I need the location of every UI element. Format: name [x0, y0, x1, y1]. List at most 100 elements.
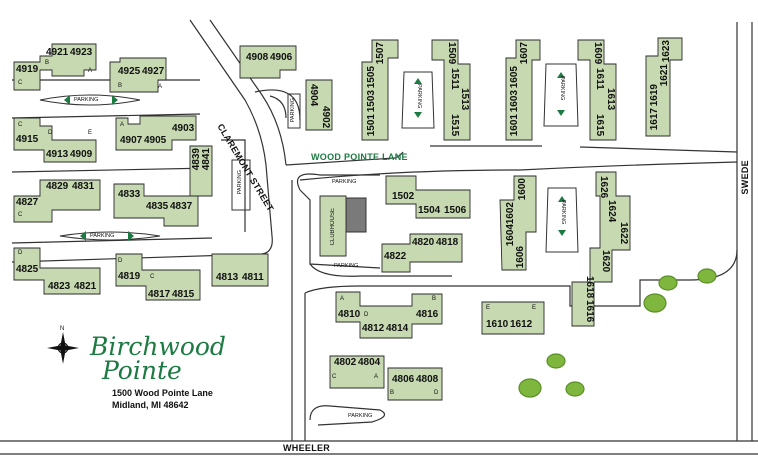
unit-letter: A: [374, 374, 379, 380]
parking-markers: [64, 72, 566, 241]
unit-letter: E: [486, 305, 491, 311]
building-number: 4927: [142, 66, 165, 77]
building-number: 1602: [505, 202, 516, 225]
building-number: 4823: [48, 281, 71, 292]
unit-letter: A: [88, 68, 93, 74]
building-number: 1506: [444, 205, 467, 216]
building-number: 4810: [338, 309, 361, 320]
unit-letter: C: [18, 122, 23, 128]
building-number: 1511: [449, 68, 460, 90]
unit-letter: E: [88, 130, 93, 136]
building-number: 4802: [334, 357, 357, 368]
building-number: 1611: [594, 68, 605, 90]
clubhouse-label: CLUBHOUSE: [330, 208, 336, 246]
building-number: 4915: [16, 134, 39, 145]
building-number: 4816: [416, 309, 439, 320]
building-number: 1617: [649, 108, 660, 131]
building-number: 1618: [584, 276, 595, 299]
building-number: 1501: [366, 114, 377, 137]
building-number: 4902: [320, 106, 331, 129]
building-number: 4829: [46, 181, 69, 192]
building-number: 4812: [362, 323, 385, 334]
building-number: 4804: [358, 357, 381, 368]
building-number: 4921: [46, 47, 69, 58]
building-number: 4820: [412, 237, 435, 248]
building-number: 1624: [606, 200, 617, 223]
building-number: 1600: [517, 178, 528, 201]
building-number: 4819: [118, 271, 141, 282]
building-number: 1626: [598, 176, 609, 199]
unit-letter: B: [118, 83, 123, 89]
building-number: 4833: [118, 189, 141, 200]
building-number: 4815: [172, 289, 195, 300]
building-number: 4813: [216, 272, 239, 283]
building-number: 1601: [509, 114, 520, 137]
building-number: 4906: [270, 52, 293, 63]
parking-label: PARKING: [334, 263, 359, 269]
building-number: 1620: [600, 250, 611, 273]
parking-label: PARKING: [332, 179, 357, 185]
address-street: 1500 Wood Pointe Lane: [112, 388, 213, 398]
building-number: 4907: [120, 135, 143, 146]
building-number: 1505: [366, 66, 377, 89]
building-number: 1612: [510, 319, 533, 330]
unit-letter: B: [45, 60, 50, 66]
building-number: 4919: [16, 64, 39, 75]
unit-letter: D: [118, 258, 123, 264]
building-number: 4825: [16, 264, 39, 275]
building-number: 4831: [72, 181, 95, 192]
unit-letter: C: [18, 80, 23, 86]
parking-label: PARKING: [237, 170, 243, 195]
building-number: 1609: [592, 42, 603, 65]
building-number: 1622: [618, 222, 629, 245]
building-number: 4913: [46, 149, 69, 160]
building-number: 1623: [661, 40, 672, 63]
trees: [518, 268, 717, 398]
unit-letter: A: [340, 296, 345, 302]
building-number: 4817: [148, 289, 171, 300]
parking-label: PARKING: [90, 233, 115, 239]
parking-label: PARKING: [559, 76, 565, 101]
unit-letter: A: [158, 84, 163, 90]
building-number: 4903: [172, 123, 195, 134]
building-number: 4827: [16, 197, 39, 208]
parking-label: PARKING: [560, 200, 566, 225]
unit-letter: C: [18, 212, 23, 218]
building-number: 1502: [392, 191, 415, 202]
building-number: 4908: [246, 52, 269, 63]
logo-line-1: Birchwood: [90, 332, 226, 361]
roads: [0, 19, 758, 455]
building-number: 4808: [416, 374, 439, 385]
building-number: 4821: [74, 281, 97, 292]
unit-letter: C: [332, 374, 337, 380]
building-number: 1605: [509, 66, 520, 89]
unit-letter: A: [120, 122, 125, 128]
building-number: 1619: [649, 84, 660, 107]
unit-letter: D: [434, 390, 439, 396]
parking-label: PARKING: [74, 97, 99, 103]
buildings: [13, 37, 683, 401]
building-number: 1615: [594, 114, 605, 137]
building-number: 1603: [509, 90, 520, 113]
unit-letter: D: [18, 250, 23, 256]
address-city: Midland, MI 48642: [112, 400, 189, 410]
building-number: 1621: [659, 64, 670, 87]
parking-islands: [39, 63, 579, 253]
unit-letter: E: [532, 305, 537, 311]
building-number: 1604: [505, 224, 516, 247]
unit-letter: B: [390, 390, 395, 396]
parking-label: PARKING: [290, 98, 296, 123]
building-number: 1610: [486, 319, 509, 330]
building-number: 1513: [459, 88, 470, 111]
building-number: 4822: [384, 251, 407, 262]
building-number: 1507: [375, 42, 386, 65]
building-number: 1504: [418, 205, 441, 216]
swede-road-label: SWEDE: [740, 160, 750, 195]
building-number: 4841: [201, 148, 212, 171]
building-number: 4905: [144, 135, 167, 146]
compass-north-label: N: [60, 326, 65, 332]
building-number: 1613: [605, 88, 616, 111]
compass-rose: [47, 332, 79, 364]
